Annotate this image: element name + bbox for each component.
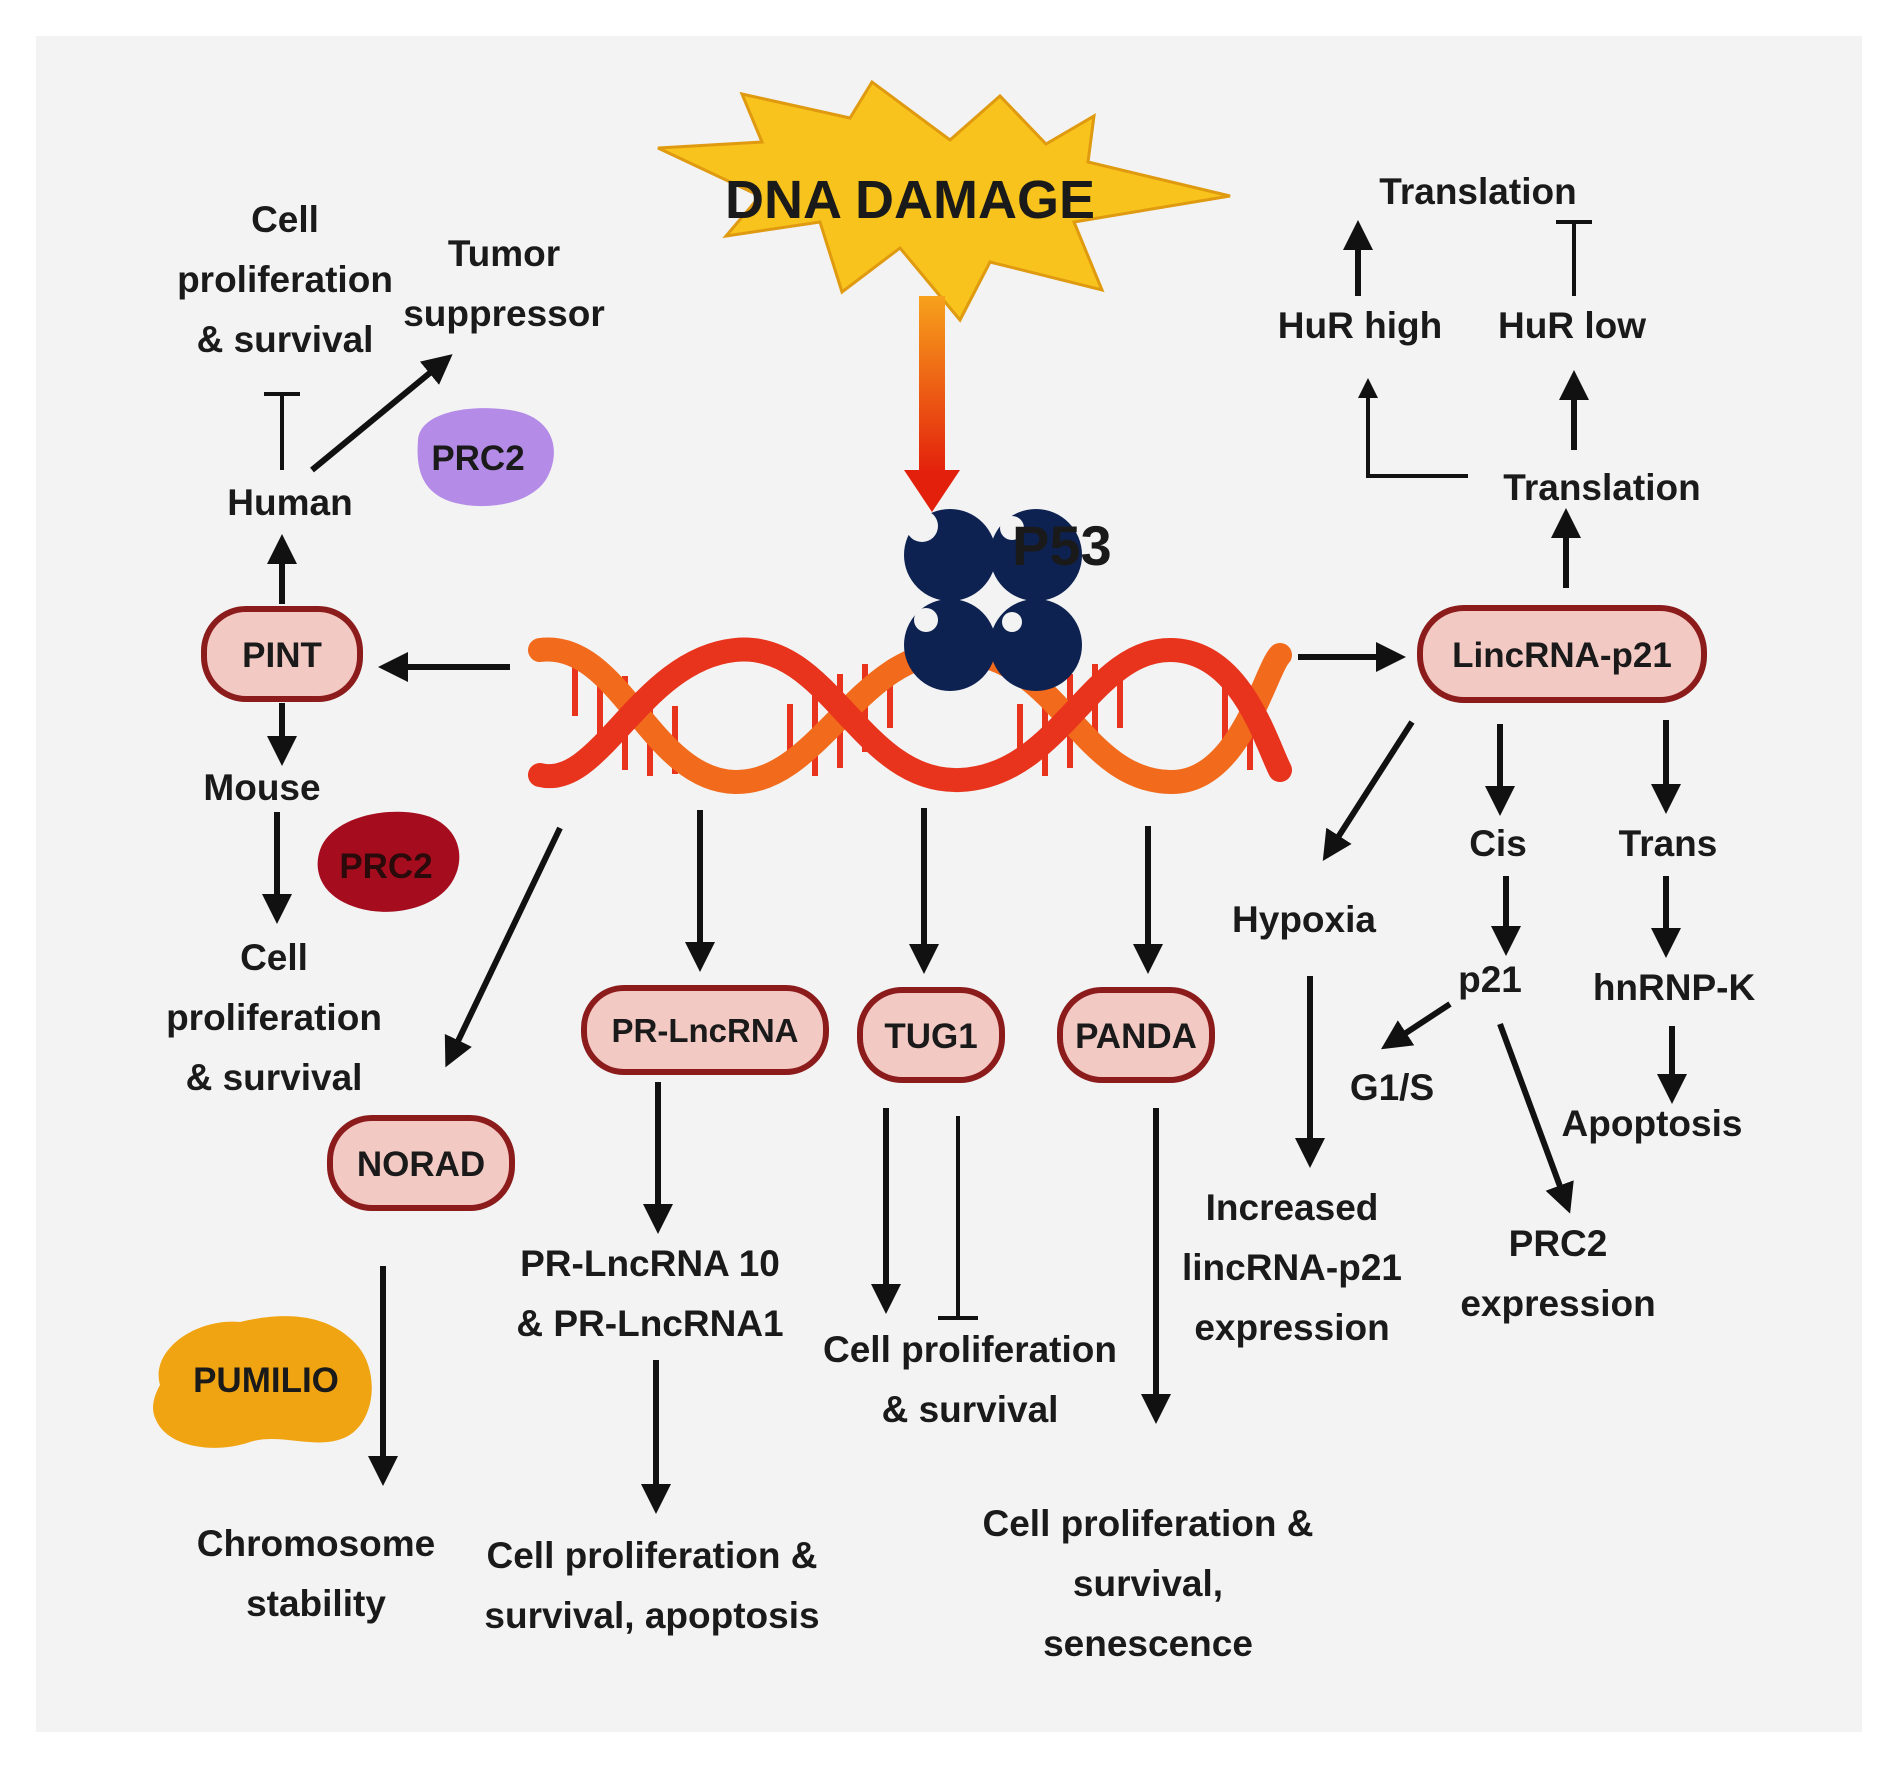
arrow-p21-to-prc2 bbox=[1497, 1022, 1574, 1214]
arrow-lincrna-to-hypoxia bbox=[1322, 720, 1415, 862]
svg-text:expression: expression bbox=[1194, 1307, 1389, 1348]
svg-text:PRC2: PRC2 bbox=[1509, 1223, 1608, 1264]
apoptosis-label: Apoptosis bbox=[1562, 1103, 1743, 1144]
translation-mid-label: Translation bbox=[1503, 467, 1700, 508]
arrow-p21-to-g1s bbox=[1380, 1001, 1452, 1050]
prc2-red-blob: PRC2 bbox=[317, 811, 460, 912]
svg-text:Cell: Cell bbox=[251, 199, 319, 240]
pr-outcome-label: Cell proliferation & survival, apoptosis bbox=[484, 1535, 819, 1636]
svg-text:expression: expression bbox=[1460, 1283, 1655, 1324]
arrow-human-to-tumor-suppressor bbox=[310, 354, 453, 473]
svg-text:survival,: survival, bbox=[1073, 1563, 1223, 1604]
svg-text:stability: stability bbox=[246, 1583, 386, 1624]
arrow-translation-to-hur-high bbox=[1358, 378, 1468, 478]
svg-text:survival, apoptosis: survival, apoptosis bbox=[484, 1595, 819, 1636]
svg-text:Chromosome: Chromosome bbox=[197, 1523, 435, 1564]
tumor-suppressor-label: Tumor suppressor bbox=[403, 233, 605, 334]
translation-top-label: Translation bbox=[1379, 171, 1576, 212]
mouse-label: Mouse bbox=[203, 767, 320, 808]
hnrnpk-label: hnRNP-K bbox=[1593, 967, 1756, 1008]
damage-arrow bbox=[904, 296, 960, 512]
svg-text:proliferation: proliferation bbox=[177, 259, 393, 300]
svg-text:& survival: & survival bbox=[186, 1057, 363, 1098]
svg-text:& survival: & survival bbox=[197, 319, 374, 360]
p53-protein-icon bbox=[904, 509, 1082, 691]
tug1-outcome-label: Cell proliferation & survival bbox=[823, 1329, 1117, 1430]
lincrna-p21-label: LincRNA-p21 bbox=[1452, 636, 1672, 675]
panda-label: PANDA bbox=[1075, 1017, 1197, 1056]
arrow-dna-to-norad bbox=[444, 826, 563, 1068]
svg-text:PRC2: PRC2 bbox=[431, 439, 524, 478]
prc2-expression-label: PRC2 expression bbox=[1460, 1223, 1655, 1324]
svg-text:Cell proliferation &: Cell proliferation & bbox=[983, 1503, 1314, 1544]
dna-damage-burst: DNA DAMAGE bbox=[657, 79, 1231, 323]
inhibit-tug1-cell-prolif bbox=[938, 1116, 978, 1320]
trans-label: Trans bbox=[1619, 823, 1718, 864]
svg-text:proliferation: proliferation bbox=[166, 997, 382, 1038]
svg-text:Cell proliferation: Cell proliferation bbox=[823, 1329, 1117, 1370]
pint-label: PINT bbox=[242, 636, 322, 675]
pint-box bbox=[201, 606, 363, 702]
dna-helix-icon bbox=[528, 637, 1292, 795]
svg-text:PUMILIO: PUMILIO bbox=[193, 1361, 339, 1400]
cell-prolif-mouse-label: Cell proliferation & survival bbox=[166, 937, 382, 1098]
g1s-label: G1/S bbox=[1350, 1067, 1434, 1108]
norad-label: NORAD bbox=[357, 1145, 485, 1184]
svg-text:PRC2: PRC2 bbox=[339, 847, 432, 886]
cis-label: Cis bbox=[1469, 823, 1527, 864]
burst-star-icon bbox=[657, 79, 1231, 323]
tug1-box bbox=[857, 987, 1005, 1083]
svg-text:Cell proliferation &: Cell proliferation & bbox=[487, 1535, 818, 1576]
norad-box bbox=[327, 1115, 515, 1211]
pr-lncrna-box bbox=[581, 985, 829, 1075]
chromosome-stability-label: Chromosome stability bbox=[197, 1523, 435, 1624]
svg-text:Increased: Increased bbox=[1206, 1187, 1379, 1228]
inhibit-human-cell-prolif bbox=[264, 392, 300, 470]
prc2-purple-blob: PRC2 bbox=[417, 408, 554, 507]
svg-text:suppressor: suppressor bbox=[403, 293, 605, 334]
svg-text:Cell: Cell bbox=[240, 937, 308, 978]
hur-high-label: HuR high bbox=[1278, 305, 1442, 346]
svg-text:senescence: senescence bbox=[1043, 1623, 1253, 1664]
svg-text:& survival: & survival bbox=[882, 1389, 1059, 1430]
dna-damage-label: DNA DAMAGE bbox=[725, 170, 1095, 230]
svg-text:PR-LncRNA 10: PR-LncRNA 10 bbox=[520, 1243, 780, 1284]
tug1-label: TUG1 bbox=[884, 1017, 977, 1056]
increased-expression-label: Increased lincRNA-p21 expression bbox=[1182, 1187, 1402, 1348]
pr-lncrna-products-label: PR-LncRNA 10 & PR-LncRNA1 bbox=[516, 1243, 783, 1344]
p53-label: P53 bbox=[1012, 514, 1112, 577]
hur-low-label: HuR low bbox=[1498, 305, 1646, 346]
svg-text:Tumor: Tumor bbox=[448, 233, 560, 274]
pr-lncrna-label: PR-LncRNA bbox=[612, 1012, 799, 1049]
panda-outcome-label: Cell proliferation & survival, senescenc… bbox=[983, 1503, 1314, 1664]
svg-text:lincRNA-p21: lincRNA-p21 bbox=[1182, 1247, 1402, 1288]
lincrna-p21-box bbox=[1417, 605, 1707, 703]
p21-label: p21 bbox=[1458, 959, 1522, 1000]
inhibit-hur-low-translation bbox=[1556, 220, 1592, 296]
pumilio-blob: PUMILIO bbox=[153, 1316, 372, 1448]
panda-box bbox=[1057, 987, 1215, 1083]
human-label: Human bbox=[227, 482, 352, 523]
hypoxia-label: Hypoxia bbox=[1232, 899, 1376, 940]
svg-text:& PR-LncRNA1: & PR-LncRNA1 bbox=[516, 1303, 783, 1344]
cell-prolif-top-label: Cell proliferation & survival bbox=[177, 199, 393, 360]
